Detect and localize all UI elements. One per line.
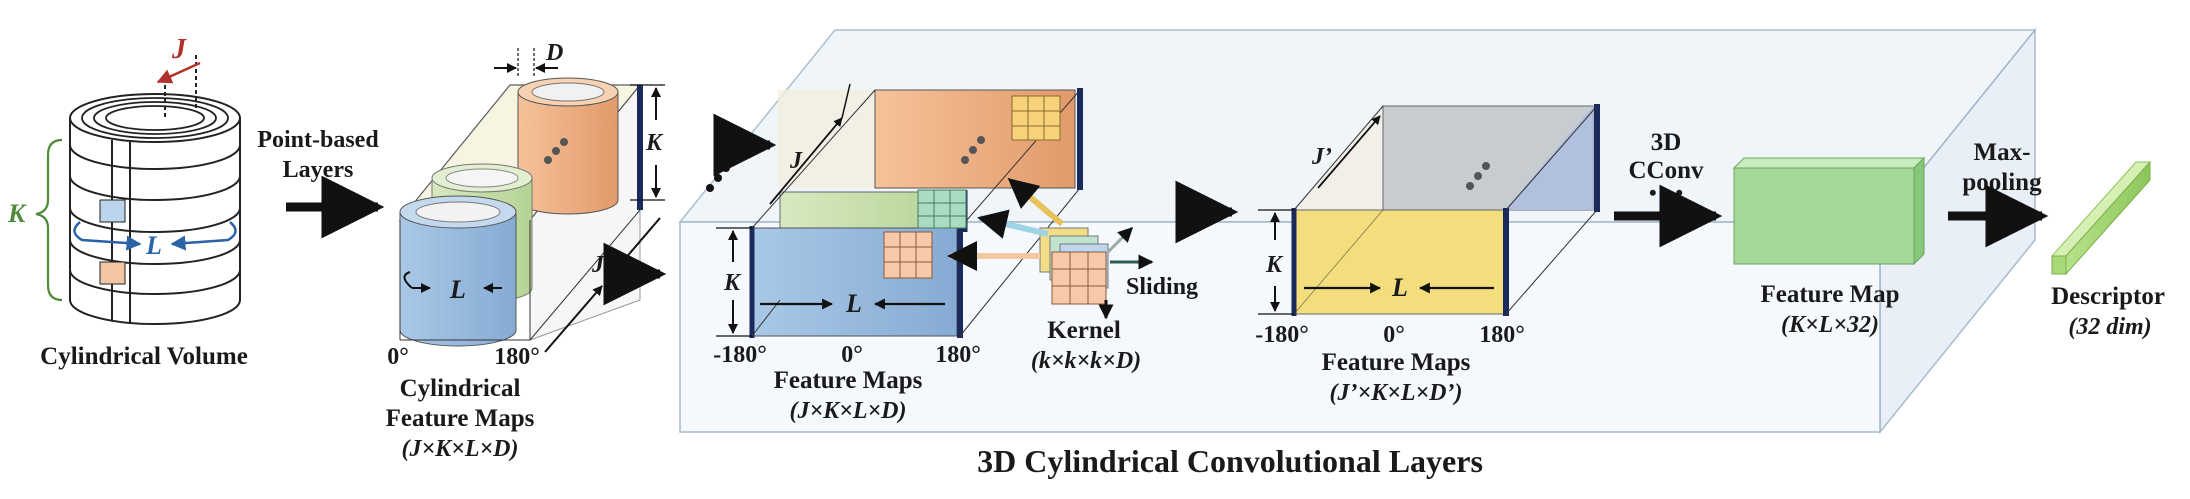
maxpool-step: Max- pooling <box>1948 139 2049 248</box>
cyl-deg0: 0° <box>387 344 409 370</box>
point-based-layers-step: Point-based Layers <box>257 127 385 239</box>
descriptor-caption: Descriptor <box>2051 283 2165 310</box>
cyl-l-label: L <box>449 275 466 304</box>
cyl-dims: (J×K×L×D) <box>401 436 518 462</box>
cyl-k-label: K <box>645 130 664 156</box>
descriptor-dims: (32 dim) <box>2068 314 2151 340</box>
point-based-label-1: Point-based <box>257 127 379 153</box>
feature-maps-1: J K L -180° 0° 180° Feature Maps (J×K×L×… <box>706 83 1083 424</box>
maxpool-label-2: pooling <box>1962 169 2042 196</box>
fm1-deg0: 0° <box>841 342 863 368</box>
cconv-label-1: 3D <box>1651 129 1682 156</box>
fm1-caption: Feature Maps <box>774 367 923 394</box>
volume-caption: Cylindrical Volume <box>40 343 248 370</box>
feature-map-caption: Feature Map <box>1760 281 1899 308</box>
fm2-k-label: K <box>1265 252 1284 278</box>
fm2-j-label: J’ <box>1311 144 1332 170</box>
fm1-neg180: -180° <box>713 342 767 368</box>
kernel-cube: Sliding Kernel (k×k×k×D) <box>947 177 1198 374</box>
fm2-dims: (J’×K×L×D’) <box>1330 380 1463 406</box>
kernel-grid-green <box>917 189 967 229</box>
volume-j-label: J <box>171 34 187 65</box>
kernel-grid-orange <box>1011 95 1061 141</box>
fm2-deg0: 0° <box>1383 322 1405 348</box>
fm1-dims: (J×K×L×D) <box>789 398 906 424</box>
feature-map-dims: (K×L×32) <box>1781 312 1879 338</box>
fm2-deg180: 180° <box>1479 322 1525 348</box>
kernel-label: Kernel <box>1047 317 1121 344</box>
fm2-caption: Feature Maps <box>1322 349 1471 376</box>
point-based-label-2: Layers <box>283 157 354 183</box>
cyl-deg180: 180° <box>494 344 540 370</box>
descriptor: Descriptor (32 dim) <box>2050 160 2165 340</box>
cylindrical-feature-maps: L D K J 0° 180° Cylindrical Feature Maps… <box>386 40 665 462</box>
maxpool-label-1: Max- <box>1974 139 2031 166</box>
cylindrical-volume: J K L Cylindrical Volume <box>7 34 248 370</box>
conv-box-title: 3D Cylindrical Convolutional Layers <box>977 443 1483 479</box>
kernel-dims: (k×k×k×D) <box>1031 348 1141 374</box>
cyl-caption-1: Cylindrical <box>400 375 521 402</box>
volume-l-label: L <box>145 231 162 260</box>
volume-k-label: K <box>7 199 27 228</box>
fm1-deg180: 180° <box>935 342 981 368</box>
cyl-d-label: D <box>545 40 563 66</box>
fm2-l-label: L <box>1391 273 1408 302</box>
feature-maps-2: J’ K L -180° 0° 180° Feature Maps (J’×K×… <box>1255 104 1600 406</box>
cconv-label-2: CConv <box>1628 157 1704 184</box>
cyl-j-label: J <box>591 252 605 278</box>
cyl-caption-2: Feature Maps <box>386 405 535 432</box>
fm1-l-label: L <box>845 289 862 318</box>
kernel-grid-blue <box>883 231 933 279</box>
kernel-sliding: Sliding <box>1126 274 1198 300</box>
cconv-step: 3D CConv • • • <box>1614 129 1723 248</box>
fm1-j-label: J <box>789 148 803 174</box>
feature-map-final: Feature Map (K×L×32) <box>1732 156 1926 338</box>
fm1-k-label: K <box>723 270 742 296</box>
cconv-dots: • • • <box>1649 180 1683 205</box>
fm2-neg180: -180° <box>1255 322 1309 348</box>
